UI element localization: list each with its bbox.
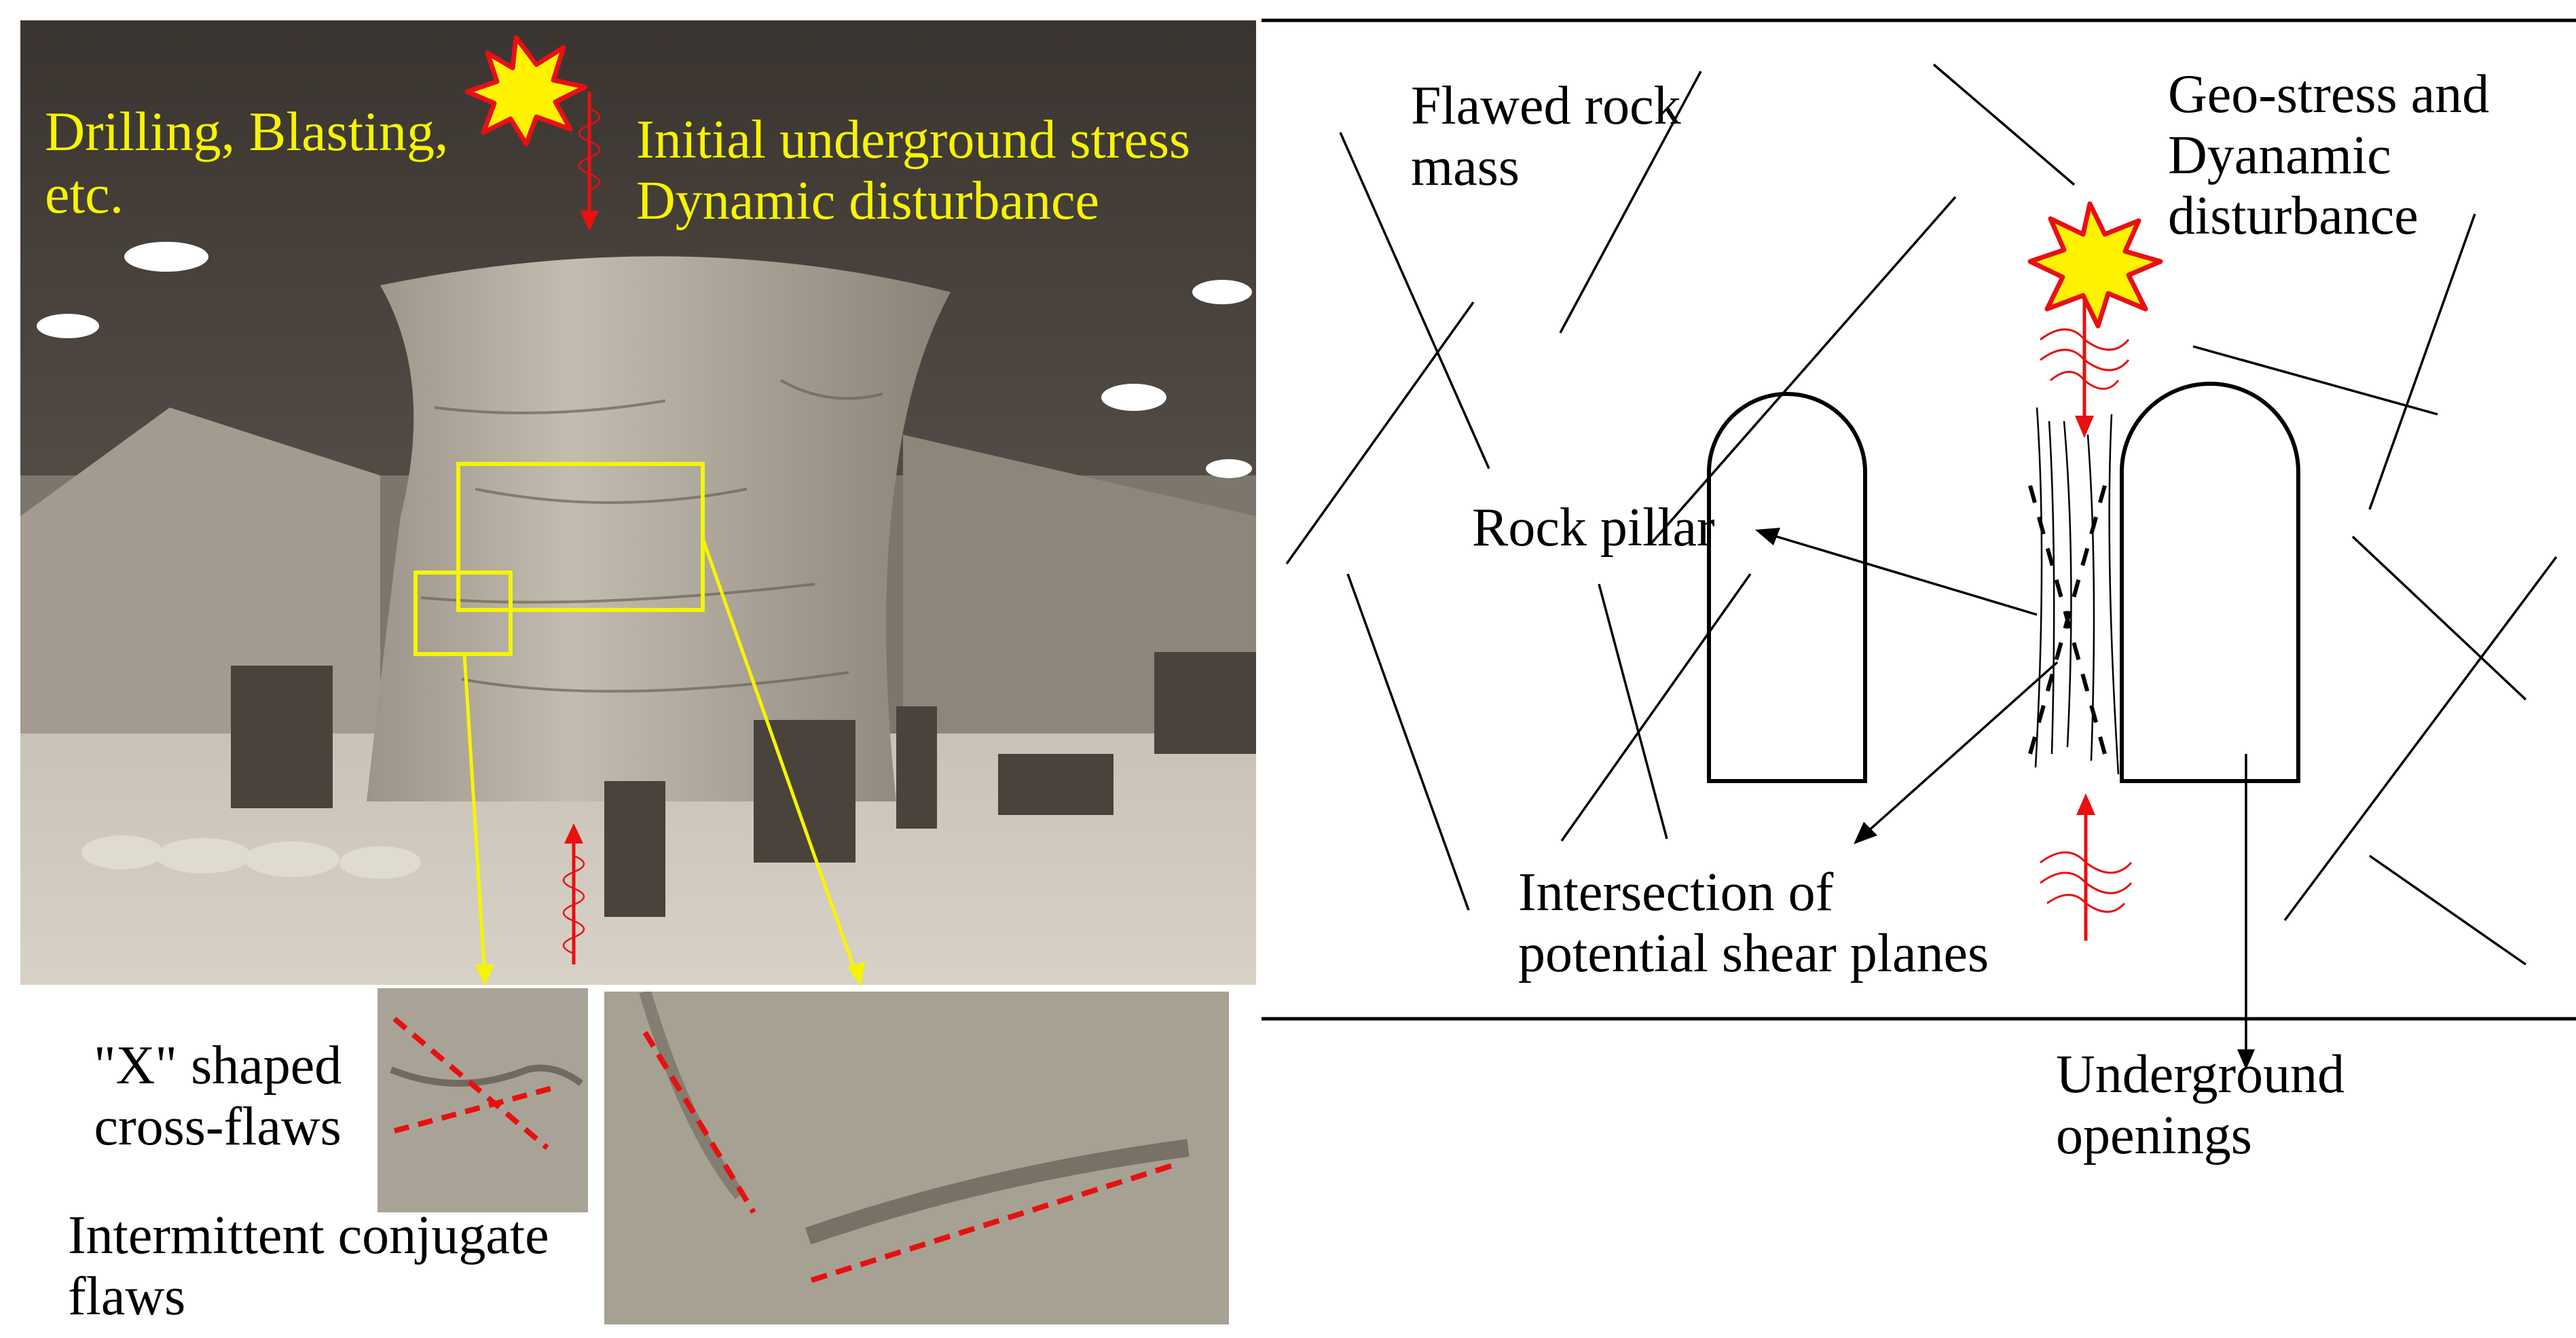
stress-arrow-down-head xyxy=(2075,416,2094,438)
sandbags xyxy=(81,835,421,879)
seismic-wave-icon xyxy=(2040,851,2133,913)
openings-arrowhead xyxy=(2237,1049,2255,1070)
stress-arrow-up-head xyxy=(2076,793,2095,815)
seismic-wave-icon xyxy=(2040,328,2130,390)
seismic-wave-icon xyxy=(562,854,585,955)
intersection-label: Intersection of potential shear planes xyxy=(1518,863,1989,983)
arrow-icon xyxy=(1771,534,2038,616)
zoom-box-small xyxy=(413,571,513,656)
zoom-leader-left xyxy=(462,653,487,977)
stress-arrow-down-head xyxy=(580,211,599,231)
opening-right xyxy=(2120,382,2300,783)
zoom-leader-left-arrowhead xyxy=(475,964,494,986)
geostress-label: Geo-stress and Dyanamic disturbance xyxy=(2168,65,2490,247)
zoom-leader-right-arrowhead xyxy=(847,962,865,986)
initial-stress-label: Initial underground stress Dynamic distu… xyxy=(636,110,1191,231)
stress-arrow-up-head xyxy=(564,823,583,844)
flaw-line xyxy=(392,1016,549,1151)
opening-left xyxy=(1707,392,1867,783)
flawed-rock-label: Flawed rock mass xyxy=(1411,76,1681,197)
x-shaped-flaws-label: "X" shaped cross-flaws xyxy=(94,1036,342,1157)
explosion-icon xyxy=(2027,201,2163,329)
rock-texture xyxy=(420,379,883,693)
intermittent-flaws-label: Intermittent conjugate flaws xyxy=(68,1206,549,1326)
zoom-leader-right xyxy=(701,538,859,977)
mine-photo xyxy=(20,20,1256,986)
drilling-blasting-label: Drilling, Blasting, etc. xyxy=(45,101,449,225)
openings-label: Underground openings xyxy=(2056,1045,2345,1165)
rock-pillar-arrowhead xyxy=(1755,528,1780,545)
flaw-line xyxy=(393,1084,559,1134)
flaw-lines xyxy=(1285,63,2558,966)
explosion-icon xyxy=(464,35,588,147)
pillar-cracks xyxy=(2034,407,2120,775)
rock-pillar-label: Rock pillar xyxy=(1472,498,1715,558)
flaw-line xyxy=(810,1162,1176,1283)
equipment xyxy=(231,652,1256,917)
shear-planes xyxy=(2028,485,2107,755)
flaw-line xyxy=(642,1030,756,1214)
ceiling-lights xyxy=(37,242,1252,478)
zoom-inset-x-shaped xyxy=(378,988,588,1212)
intersection-arrowhead xyxy=(1854,822,1877,844)
zoom-inset-intermittent xyxy=(604,992,1229,1324)
zoom-box-large xyxy=(456,462,705,612)
seismic-wave-icon xyxy=(578,107,601,192)
arrow-icon xyxy=(1866,661,2059,833)
